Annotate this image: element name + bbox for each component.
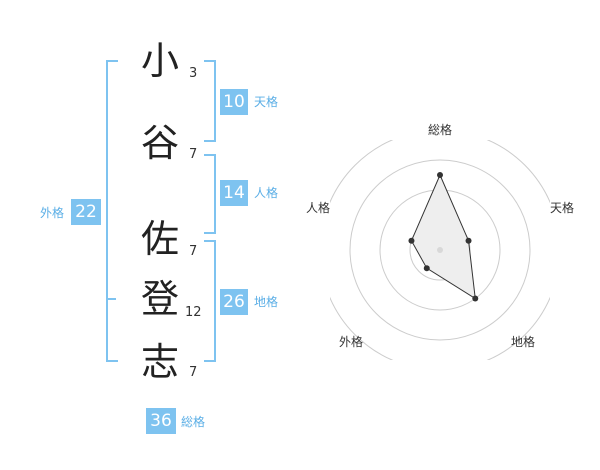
- jinkaku-label: 人格: [254, 186, 279, 200]
- soukaku-label: 総格: [181, 415, 206, 429]
- jinkaku-value-box: 14: [220, 180, 248, 206]
- outer-bracket-mid-tick: [106, 298, 116, 300]
- name-char-2: 谷: [141, 121, 180, 165]
- tenkaku-label: 天格: [254, 95, 279, 109]
- gaikaku-label: 外格: [40, 206, 65, 220]
- radar-label-soukaku: 総格: [428, 123, 453, 137]
- chikaku-bracket: [204, 240, 216, 362]
- outer-bracket: [106, 60, 118, 362]
- soukaku-value-box: 36: [146, 408, 176, 434]
- radar-point-4: [408, 237, 415, 244]
- radar-chart: [330, 140, 550, 360]
- radar-label-jinkaku: 人格: [306, 201, 331, 215]
- radar-point-1: [465, 237, 472, 244]
- radar-center-dot: [437, 247, 443, 253]
- jinkaku-bracket: [204, 154, 216, 234]
- tenkaku-bracket: [204, 60, 216, 142]
- radar-point-0: [437, 172, 443, 178]
- radar-point-3: [423, 265, 430, 272]
- name-char-4: 登: [141, 277, 180, 321]
- radar-ring-3: [349, 159, 531, 341]
- tenkaku-value-box: 10: [220, 89, 248, 115]
- radar-point-2: [472, 295, 479, 302]
- stroke-count-5: 7: [189, 365, 198, 380]
- name-char-3: 佐: [141, 217, 180, 261]
- name-char-1: 小: [141, 39, 180, 83]
- gaikaku-value-box: 22: [71, 199, 101, 225]
- radar-label-chikaku: 地格: [511, 335, 536, 349]
- name-char-5: 志: [141, 340, 180, 384]
- stroke-count-2: 7: [189, 147, 198, 162]
- chikaku-label: 地格: [254, 295, 279, 309]
- radar-label-gaikaku: 外格: [339, 335, 364, 349]
- radar-label-tenkaku: 天格: [550, 201, 575, 215]
- stroke-count-3: 7: [189, 244, 198, 259]
- stroke-count-4: 12: [185, 305, 202, 320]
- stroke-count-1: 3: [189, 66, 198, 81]
- chikaku-value-box: 26: [220, 289, 248, 315]
